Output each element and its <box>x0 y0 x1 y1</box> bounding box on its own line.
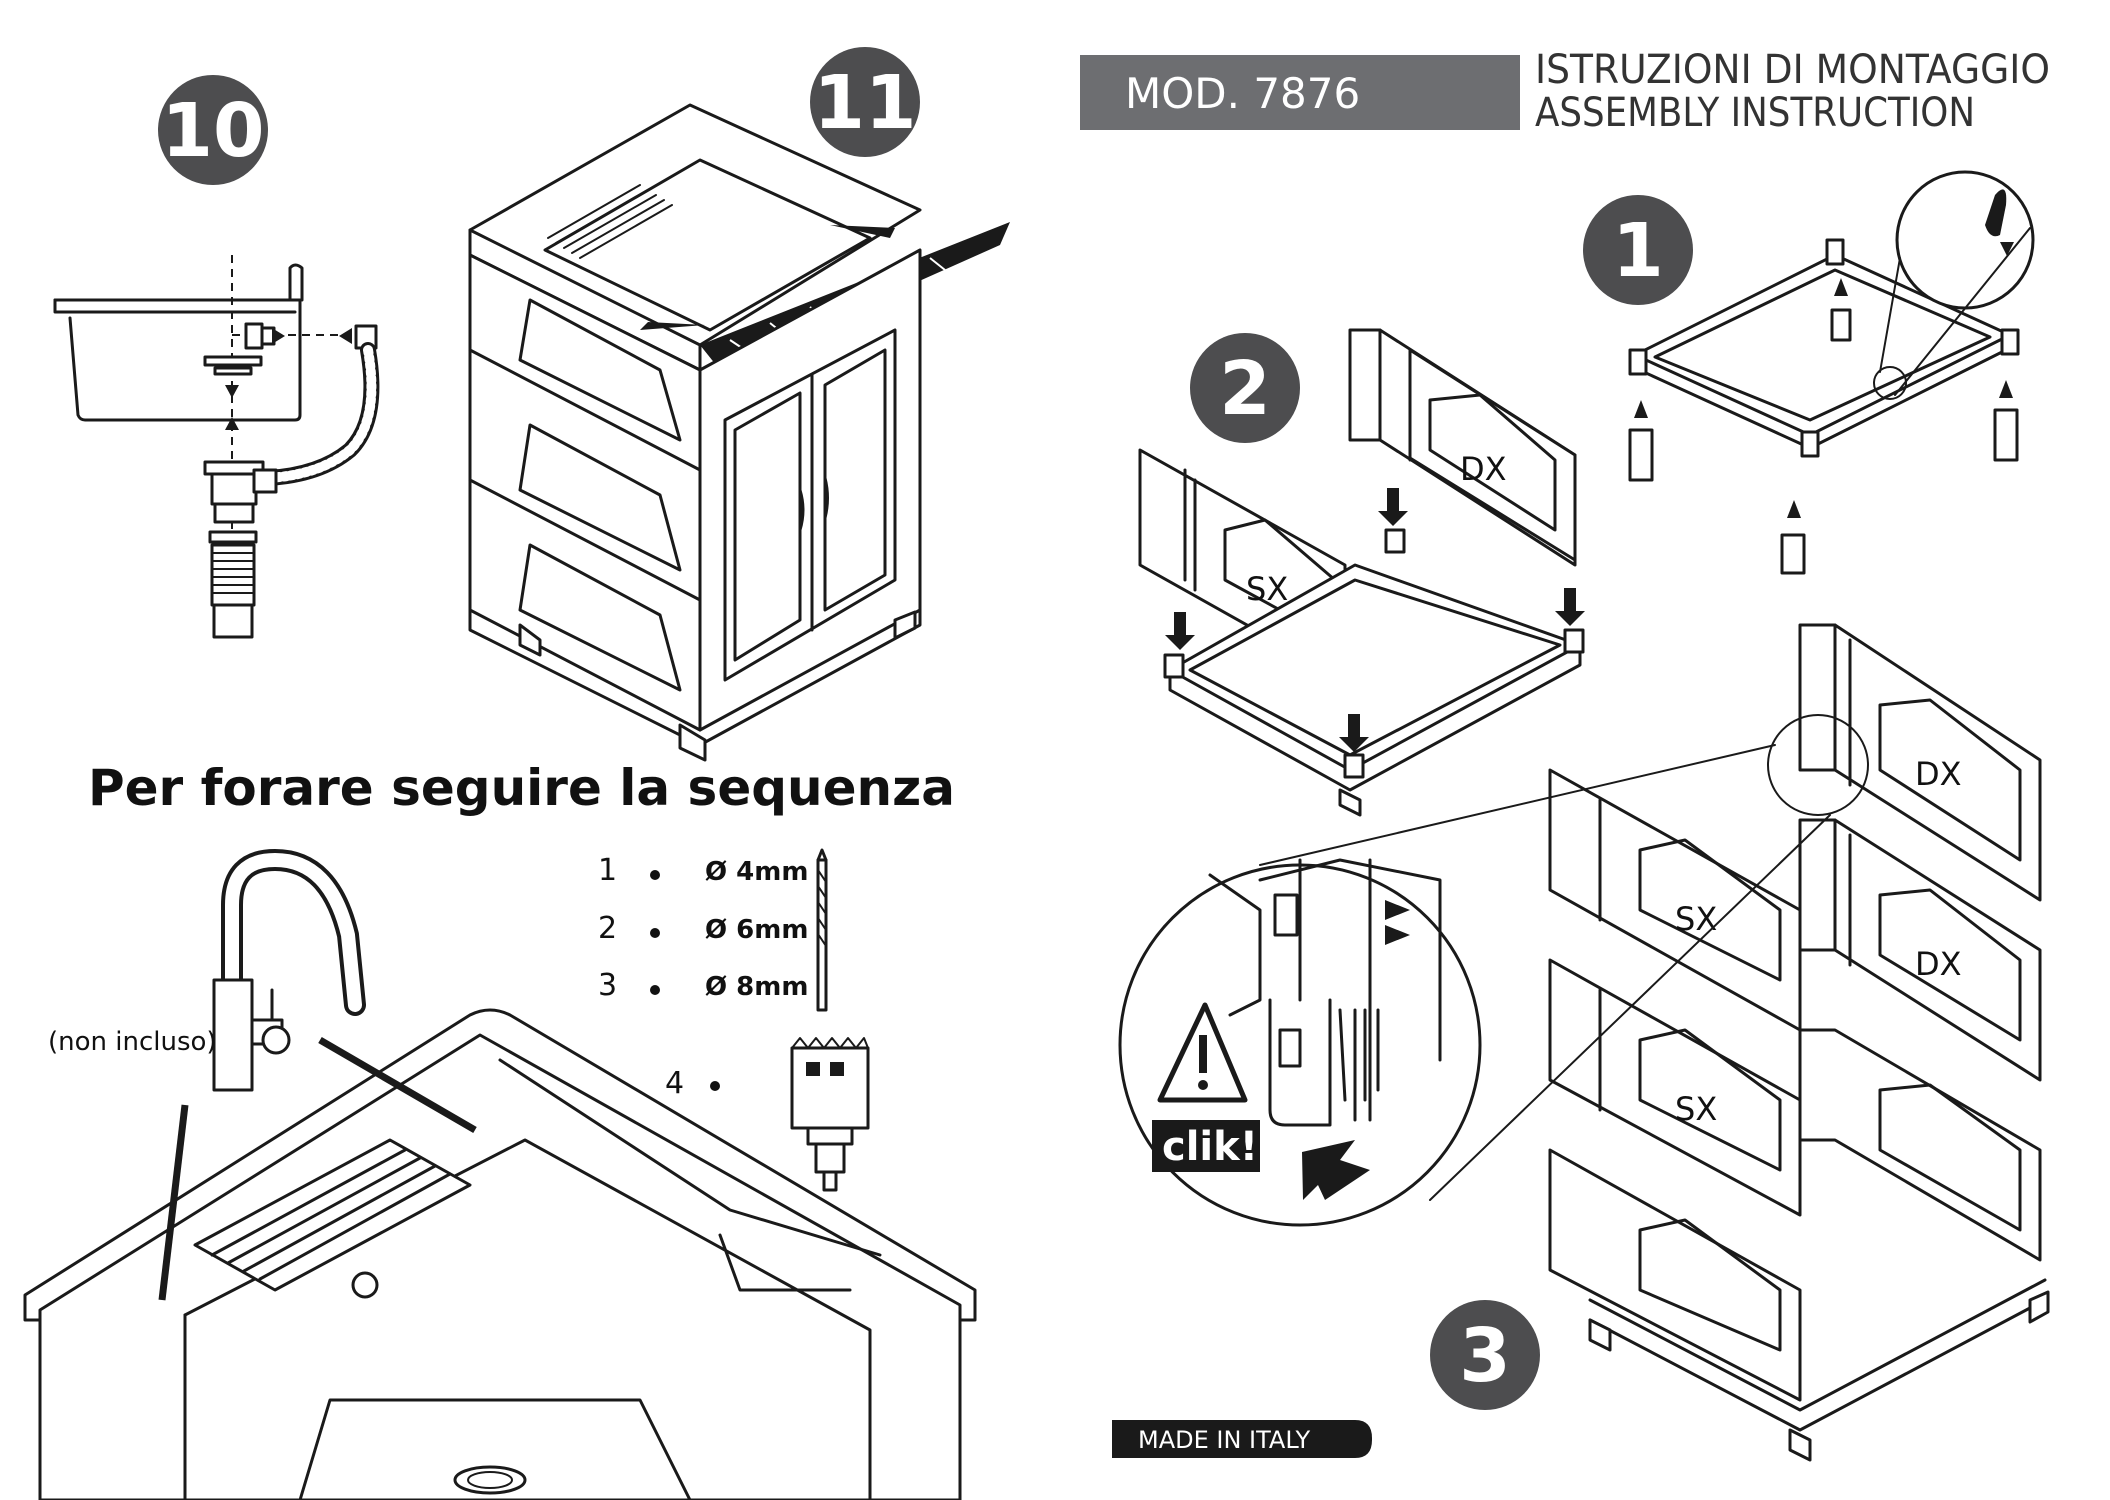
panel-label-dx: DX <box>1460 450 1507 488</box>
click-detail-magnifier: clik! <box>1118 858 1482 1227</box>
svg-text:1: 1 <box>1612 208 1664 294</box>
finished-cabinet-diagram <box>468 103 1010 762</box>
step-badge-2: 2 <box>1190 333 1300 443</box>
base-frame-diagram <box>1628 170 2035 575</box>
drain-assembly-diagram <box>53 255 380 639</box>
model-banner <box>1080 55 1520 130</box>
drilling-heading: Per forare seguire la sequenza <box>88 759 955 817</box>
drill-sequence-list: 1 Ø 4mm 2 Ø 6mm 3 Ø 8mm 4 <box>598 853 808 1101</box>
step-badge-11: 11 <box>810 47 920 157</box>
sink-drilling-diagram <box>23 1008 977 1500</box>
washboard-ribs <box>547 184 673 259</box>
step-badge-10: 10 <box>158 75 268 185</box>
svg-text:4: 4 <box>665 1066 684 1101</box>
svg-text:3: 3 <box>598 968 617 1003</box>
side-panel-assembly-diagram: DX SX <box>1138 328 1585 817</box>
drill-step: 1 Ø 4mm <box>598 853 808 888</box>
drill-bit-icon <box>816 848 828 1012</box>
svg-text:11: 11 <box>814 60 917 146</box>
drill-step: 3 Ø 8mm <box>598 968 808 1003</box>
svg-text:1: 1 <box>598 853 617 888</box>
arrow-up-icon <box>1302 1140 1370 1200</box>
svg-text:2: 2 <box>1219 346 1271 432</box>
svg-text:Ø 8mm: Ø 8mm <box>705 972 808 1002</box>
title-english: ASSEMBLY INSTRUCTION <box>1535 90 1975 136</box>
panel-label-dx: DX <box>1915 755 1962 793</box>
basin-section <box>53 298 302 422</box>
svg-text:Ø 4mm: Ø 4mm <box>705 857 808 887</box>
panel-label-sx: SX <box>1675 1090 1717 1128</box>
svg-text:Ø 6mm: Ø 6mm <box>705 915 808 945</box>
sink-washboard <box>193 1138 472 1292</box>
stacked-modules-diagram: DX SX DX SX <box>1259 623 2050 1462</box>
panel-label-sx: SX <box>1246 570 1288 608</box>
step-badge-3: 3 <box>1430 1300 1540 1410</box>
title-italian: ISTRUZIONI DI MONTAGGIO <box>1535 47 2050 93</box>
footer: MADE IN ITALY <box>1112 1420 1372 1458</box>
warning-triangle-icon <box>1157 1002 1248 1103</box>
click-label: clik! <box>1162 1124 1258 1170</box>
panel-label-dx: DX <box>1915 945 1962 983</box>
drill-step: 2 Ø 6mm <box>598 911 808 946</box>
drill-step: 4 <box>665 1066 720 1101</box>
faucet-illustration <box>212 848 366 1092</box>
click-badge <box>1152 1120 1260 1172</box>
step-badge-1: 1 <box>1583 195 1693 305</box>
svg-text:3: 3 <box>1459 1313 1511 1399</box>
faucet-not-included-note: (non incluso) <box>48 1027 217 1057</box>
panel-label-sx: SX <box>1675 900 1717 938</box>
model-label: MOD. 7876 <box>1125 69 1360 118</box>
made-in-italy-badge <box>1112 1420 1372 1458</box>
made-in-italy-label: MADE IN ITALY <box>1138 1426 1311 1454</box>
header: MOD. 7876 ISTRUZIONI DI MONTAGGIO ASSEMB… <box>1080 47 2050 136</box>
svg-text:10: 10 <box>162 88 265 174</box>
hole-saw-icon <box>790 1037 870 1192</box>
svg-text:2: 2 <box>598 911 617 946</box>
